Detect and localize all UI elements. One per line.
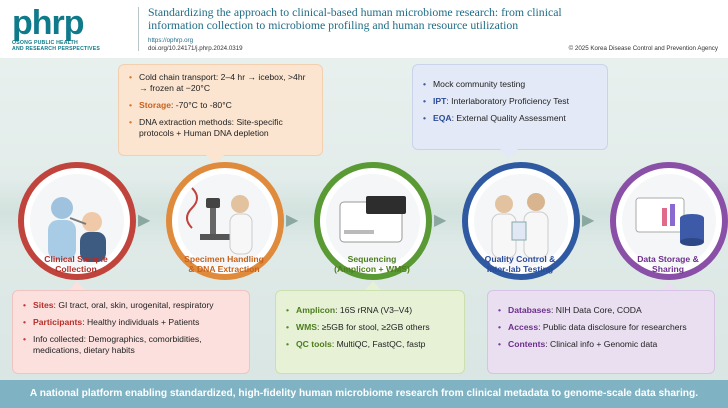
- researchers-icon: [474, 174, 568, 268]
- step-collection-label-line1: Clinical Sample: [44, 254, 108, 264]
- qc-eqa-value: : External Quality Assessment: [451, 113, 566, 123]
- storage-access-value: : Public data disclosure for researchers: [538, 322, 687, 332]
- qc-item-eqa: EQA: External Quality Assessment: [423, 113, 597, 124]
- collection-sites-key: Sites: [33, 300, 54, 310]
- storage-contents-value: : Clinical info + Genomic data: [545, 339, 658, 349]
- step-handling-label: Specimen Handling & DNA Extraction: [164, 254, 284, 274]
- article-title: Standardizing the approach to clinical-b…: [148, 5, 562, 32]
- step-storage-label-line1: Data Storage &: [637, 254, 699, 264]
- qc-ipt-key: IPT: [433, 96, 447, 106]
- microscope-icon: [178, 174, 272, 268]
- sequencing-item-wms: WMS: ≥5GB for stool, ≥2GB others: [286, 322, 454, 333]
- step-qc-label-line1: Quality Control &: [484, 254, 556, 264]
- step-storage-circle: [610, 162, 728, 280]
- flow-arrow-1: ▶: [138, 212, 151, 229]
- step-collection-label: Clinical Sample Collection: [16, 254, 136, 274]
- step-qc-label: Quality Control & Inter-lab Testing: [460, 254, 580, 274]
- storage-item-databases: Databases: NIH Data Core, CODA: [498, 305, 704, 316]
- step-qc-label-line2: Inter-lab Testing: [486, 264, 554, 274]
- sequencing-qc-tools-value: : MultiQC, FastQC, fastp: [331, 339, 426, 349]
- qc-eqa-key: EQA: [433, 113, 452, 123]
- footer-summary: A national platform enabling standardize…: [29, 388, 699, 399]
- step-sequencing-label: Sequencing (Amplicon + WMS): [312, 254, 432, 274]
- step-sequencing-label-line2: (Amplicon + WMS): [334, 264, 410, 274]
- step-handling-label-line1: Specimen Handling: [184, 254, 264, 264]
- handling-bubble: Cold chain transport: 2–4 hr → icebox, >…: [118, 64, 323, 156]
- collection-item-sites: Sites: GI tract, oral, skin, urogenital,…: [23, 300, 239, 311]
- database-icon: [622, 174, 716, 268]
- collection-item-participants: Participants: Healthy individuals + Pati…: [23, 317, 239, 328]
- copyright-notice: © 2025 Korea Disease Control and Prevent…: [568, 45, 718, 52]
- sequencing-item-qc-tools: QC tools: MultiQC, FastQC, fastp: [286, 339, 454, 350]
- handling-item-storage: Storage: -70°C to -80°C: [129, 100, 312, 111]
- collection-bubble-tail: [68, 281, 86, 291]
- logo-subtitle-line1: OSONG PUBLIC HEALTH: [12, 40, 78, 46]
- step-sequencing-label-line1: Sequencing: [347, 254, 397, 264]
- footer-banner: A national platform enabling standardize…: [0, 380, 728, 408]
- qc-item-mock: Mock community testing: [423, 79, 597, 90]
- header: phrp OSONG PUBLIC HEALTH AND RESEARCH PE…: [0, 0, 728, 58]
- handling-storage-key: Storage: [139, 100, 171, 110]
- sequencing-bubble-tail: [364, 281, 382, 291]
- sequencing-item-amplicon: Amplicon: 16S rRNA (V3–V4): [286, 305, 454, 316]
- collection-sites-value: : GI tract, oral, skin, urogenital, resp…: [53, 300, 214, 310]
- handling-item-transport: Cold chain transport: 2–4 hr → icebox, >…: [129, 72, 312, 94]
- logo-subtitle-line2: AND RESEARCH PERSPECTIVES: [12, 46, 101, 52]
- qc-item-ipt: IPT: Interlaboratory Proficiency Test: [423, 96, 597, 107]
- sequencing-amplicon-key: Amplicon: [296, 305, 336, 315]
- flow-arrow-3: ▶: [434, 212, 447, 229]
- storage-bubble: Databases: NIH Data Core, CODA Access: P…: [487, 290, 715, 374]
- collection-participants-value: : Healthy individuals + Patients: [82, 317, 200, 327]
- step-storage-label: Data Storage & Sharing: [608, 254, 728, 274]
- journal-logo: phrp OSONG PUBLIC HEALTH AND RESEARCH PE…: [12, 6, 132, 54]
- storage-databases-key: Databases: [508, 305, 551, 315]
- collection-bubble: Sites: GI tract, oral, skin, urogenital,…: [12, 290, 250, 374]
- qc-bubble: Mock community testing IPT: Interlaborat…: [412, 64, 608, 150]
- step-sequencing-circle: [314, 162, 432, 280]
- article-doi[interactable]: doi.org/10.24171/j.phrp.2024.0319: [148, 45, 243, 52]
- step-collection-label-line2: Collection: [55, 264, 97, 274]
- qc-ipt-value: : Interlaboratory Proficiency Test: [446, 96, 569, 106]
- storage-item-access: Access: Public data disclosure for resea…: [498, 322, 704, 333]
- sequencing-bubble: Amplicon: 16S rRNA (V3–V4) WMS: ≥5GB for…: [275, 290, 465, 374]
- journal-url[interactable]: https://ophrp.org: [148, 37, 194, 44]
- handling-storage-value: : -70°C to -80°C: [171, 100, 232, 110]
- clinician-swab-icon: [30, 174, 124, 268]
- step-collection-circle: [18, 162, 136, 280]
- handling-item-extraction: DNA extraction methods: Site-specific pr…: [129, 117, 312, 139]
- logo-word: phrp: [12, 4, 85, 42]
- qc-bubble-tail: [500, 149, 518, 159]
- storage-databases-value: : NIH Data Core, CODA: [551, 305, 642, 315]
- flow-arrow-4: ▶: [582, 212, 595, 229]
- collection-item-info: Info collected: Demographics, comorbidit…: [23, 334, 239, 356]
- sequencing-amplicon-value: : 16S rRNA (V3–V4): [335, 305, 413, 315]
- flow-arrow-2: ▶: [286, 212, 299, 229]
- storage-bubble-tail: [660, 281, 678, 291]
- sequencing-qc-tools-key: QC tools: [296, 339, 332, 349]
- step-qc-circle: [462, 162, 580, 280]
- handling-bubble-tail: [206, 155, 224, 165]
- storage-item-contents: Contents: Clinical info + Genomic data: [498, 339, 704, 350]
- sequencer-icon: [326, 174, 420, 268]
- step-handling-label-line2: & DNA Extraction: [188, 264, 260, 274]
- sequencing-wms-value: : ≥5GB for stool, ≥2GB others: [317, 322, 430, 332]
- storage-access-key: Access: [508, 322, 539, 332]
- storage-contents-key: Contents: [508, 339, 546, 349]
- sequencing-wms-key: WMS: [296, 322, 318, 332]
- collection-participants-key: Participants: [33, 317, 83, 327]
- step-storage-label-line2: Sharing: [652, 264, 684, 274]
- step-handling-circle: [166, 162, 284, 280]
- header-divider: [138, 7, 139, 51]
